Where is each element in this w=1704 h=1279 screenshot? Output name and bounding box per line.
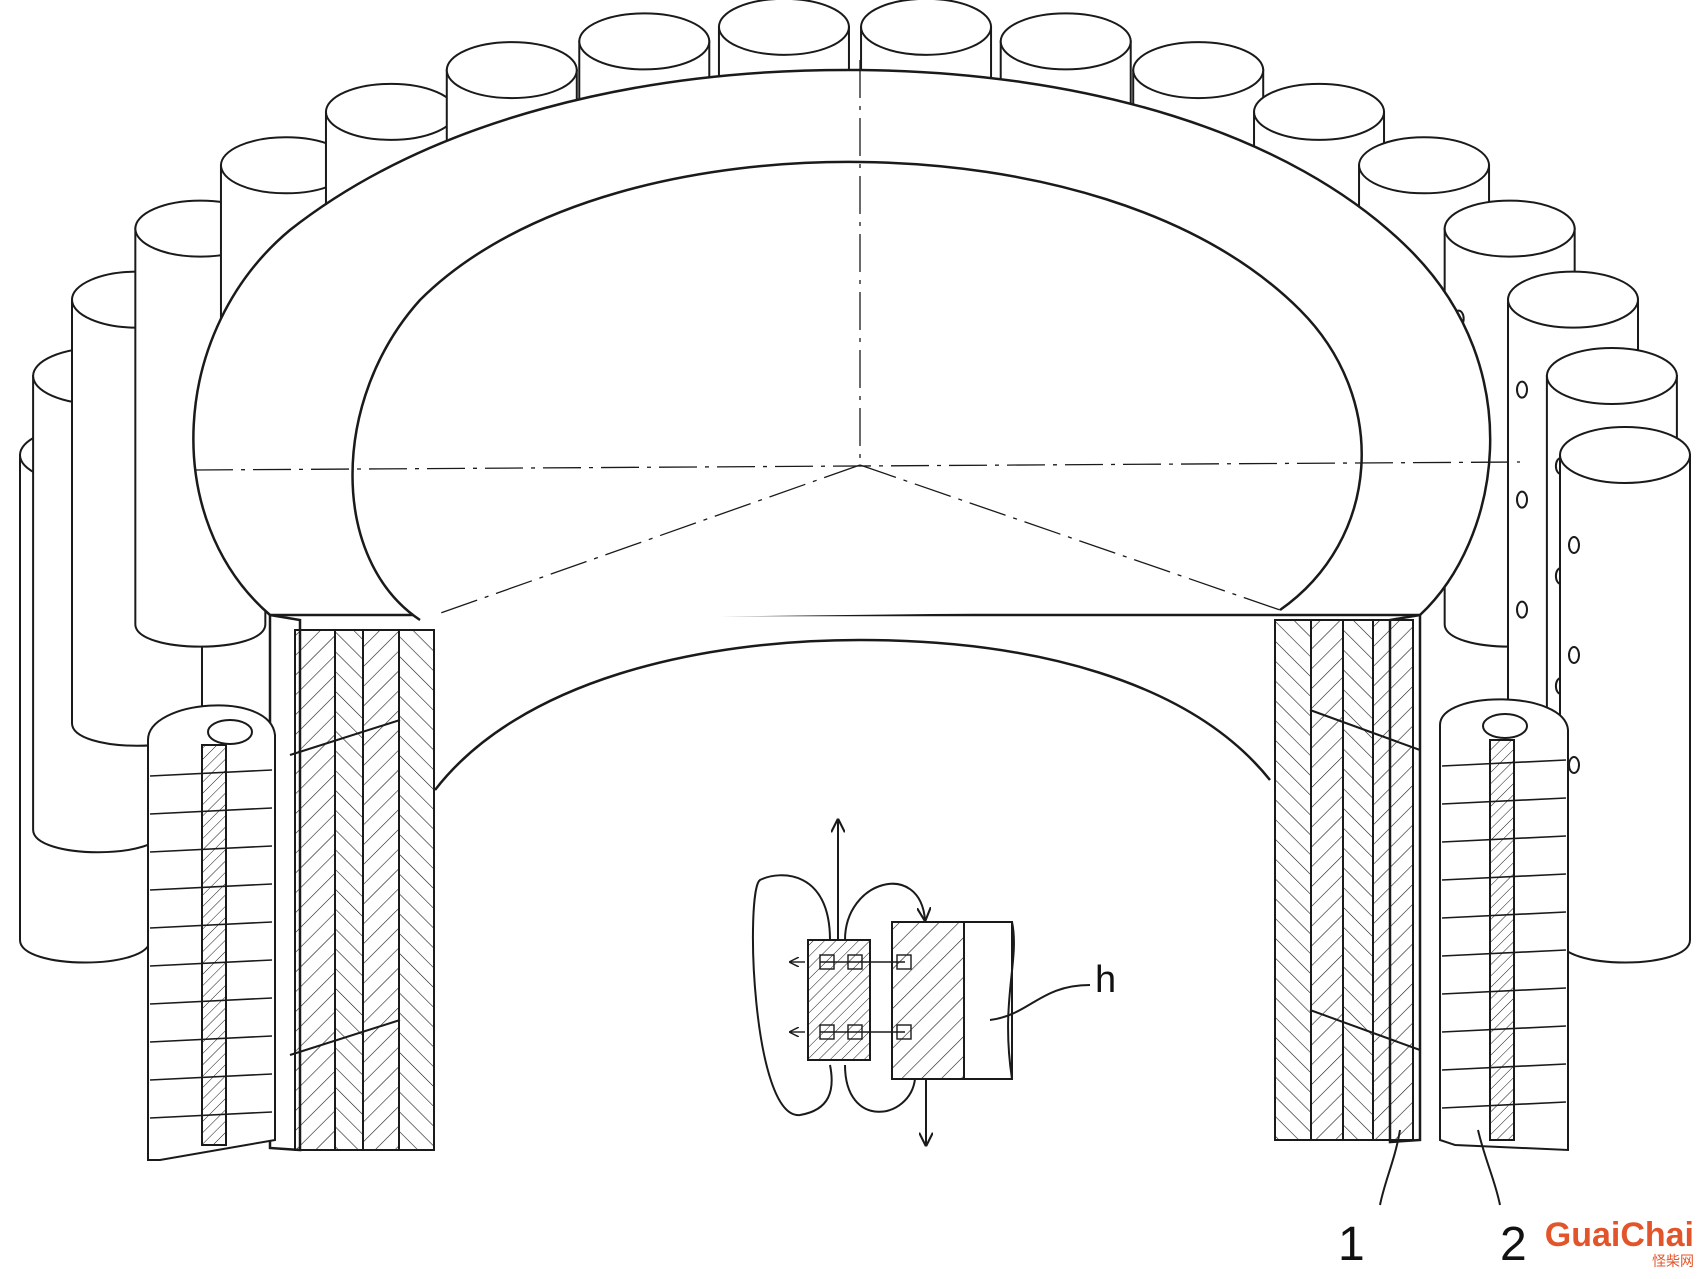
label-h: h	[1095, 959, 1116, 1001]
cylinder	[1559, 426, 1691, 964]
watermark-sub: 怪柴网	[1652, 1254, 1694, 1270]
watermark-logo: GuaiChai	[1544, 1216, 1694, 1254]
label-part-1: 1	[1338, 1218, 1365, 1271]
watermark: GuaiChai 怪柴网	[1545, 1216, 1694, 1271]
left-cut-cylinder	[147, 704, 276, 1161]
right-section	[1274, 619, 1421, 1141]
leader-lines	[1379, 1129, 1501, 1206]
left-section	[289, 629, 435, 1151]
inset-right-block	[891, 921, 965, 1080]
ring-top-inner	[351, 160, 1363, 622]
ring-inner-lower-arc	[434, 638, 1271, 791]
ring-body	[192, 68, 1492, 1152]
center-lines	[194, 60, 1521, 616]
label-part-2: 2	[1500, 1218, 1527, 1271]
inset-plate	[963, 921, 1013, 1080]
inset-left-block	[807, 939, 871, 1061]
inset-sketch	[751, 820, 1091, 1145]
right-cut-cylinder	[1439, 698, 1569, 1152]
